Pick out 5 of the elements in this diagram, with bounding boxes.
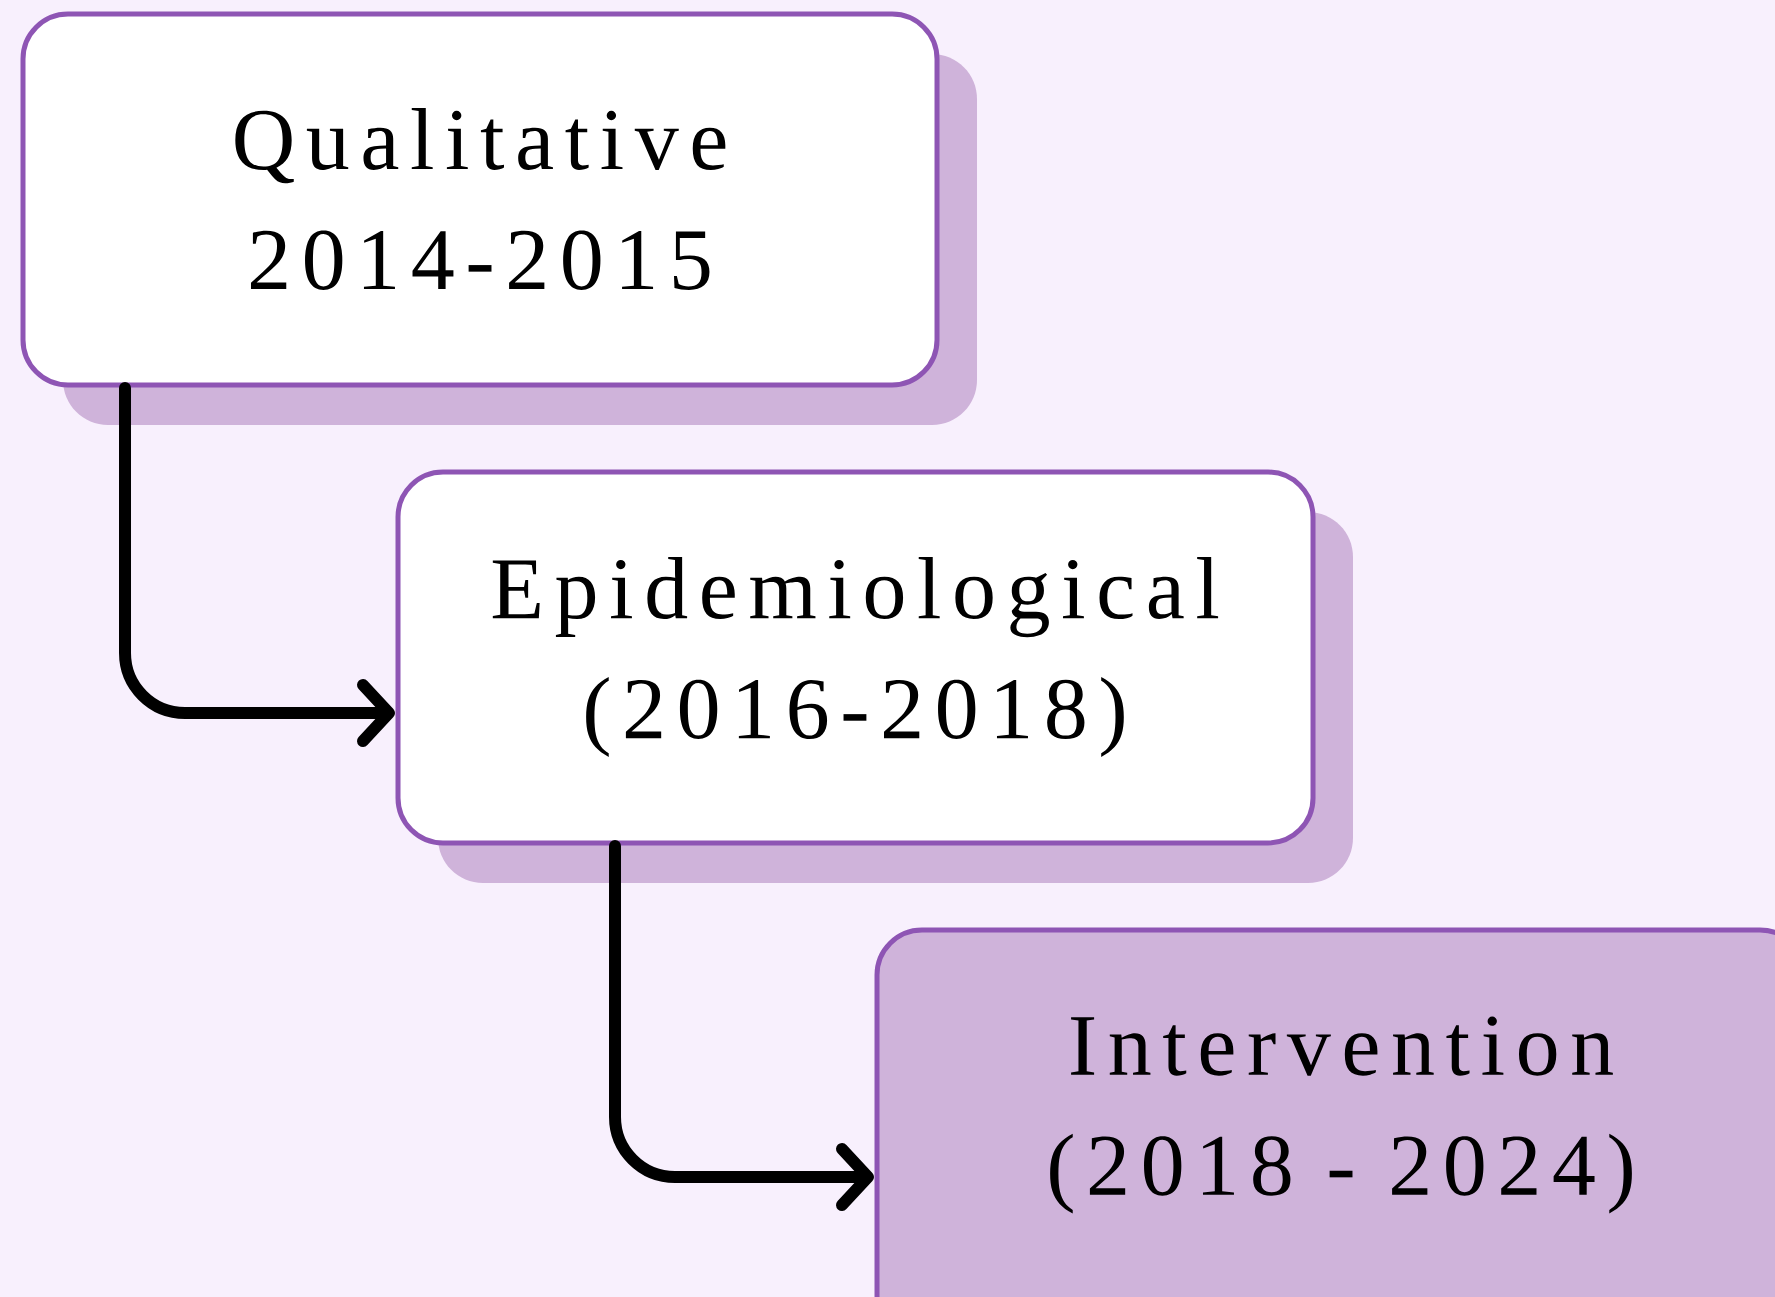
process-box: Intervention (2018 - 2024)	[874, 927, 1775, 1297]
arrow	[119, 382, 395, 747]
arrow	[609, 840, 874, 1211]
process-box: Qualitative 2014-2015	[20, 11, 977, 425]
process-box: Epidemiological (2016-2018)	[395, 469, 1353, 883]
